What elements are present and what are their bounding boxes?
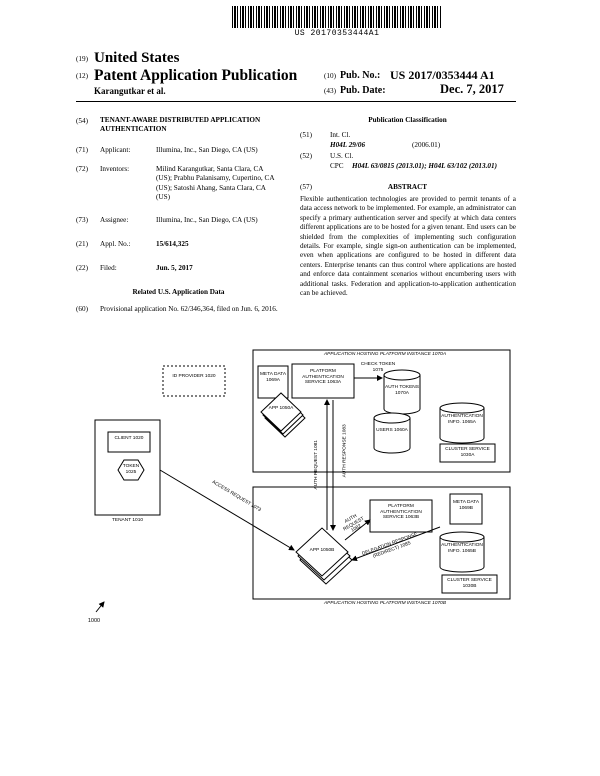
token-hexagon [117, 459, 145, 481]
inventors-label: Inventors: [100, 165, 130, 173]
pub-type: Patent Application Publication [94, 67, 298, 84]
country: United States [94, 50, 180, 66]
client-box [107, 431, 151, 453]
patent-title: TENANT-AWARE DISTRIBUTED APPLICATION AUT… [100, 116, 261, 134]
id-provider-box [162, 365, 226, 397]
assignee-label: Assignee: [100, 216, 129, 224]
classification-heading: Publication Classification [368, 116, 447, 124]
country-code: (19) [76, 55, 88, 63]
barcode [232, 6, 442, 28]
app-a-diamond [260, 392, 306, 438]
barcode-number: US 20170353444A1 [294, 29, 380, 38]
id-provider-label: ID PROVIDER 1020 [172, 374, 216, 379]
auth-service-b-box [369, 499, 433, 533]
appl-code: (21) [76, 240, 88, 248]
abstract-heading: ABSTRACT [387, 183, 428, 191]
check-token-label: CHECK TOKEN 1075 [360, 362, 396, 373]
users-cylinder [373, 412, 411, 454]
token-label: TOKEN 1025 [122, 464, 140, 475]
applicant-label: Applicant: [100, 146, 131, 154]
meta-data-b-label: META DATA 1069B [452, 500, 480, 511]
filed-code: (22) [76, 264, 88, 272]
auth-tokens-label: AUTH TOKENS 1070A [385, 385, 419, 396]
fig-pointer-arrow [95, 601, 105, 613]
app-a-label: APP 1050A [268, 406, 294, 411]
app-b-label: APP 1050B [309, 548, 335, 553]
auth-info-a-label: AUTHENTICATION INFO. 1065A [441, 414, 483, 425]
inventors-code: (72) [76, 165, 88, 173]
pub-date-code: (43) [324, 87, 336, 95]
prov-code: (60) [76, 305, 88, 313]
appl-value: 15/614,325 [156, 240, 189, 248]
intcl-class: H04L 29/06 [330, 141, 366, 149]
host-platform-b-box [252, 486, 511, 600]
cpc-label: CPC [330, 162, 344, 170]
figure-number: 1000 [87, 618, 101, 624]
meta-data-a-box [257, 365, 289, 399]
client-label: CLIENT 1020 [114, 436, 144, 441]
users-label: USERS 1060A [376, 428, 408, 433]
auth-info-b-label: AUTHENTICATION INFO. 1065B [441, 543, 483, 554]
meta-data-a-label: META DATA 1069A [259, 372, 287, 383]
intcl-date: (2006.01) [412, 141, 441, 149]
title-code: (54) [76, 117, 88, 125]
intcl-code: (51) [300, 131, 312, 139]
uscl-label: U.S. Cl. [330, 152, 354, 160]
uscl-code: (52) [300, 152, 312, 160]
abstract-code: (57) [300, 183, 312, 191]
pub-no-label: Pub. No.: [340, 70, 381, 81]
pub-date-label: Pub. Date: [340, 85, 386, 96]
abstract-text: Flexible authentication technologies are… [300, 195, 516, 298]
assignee-code: (73) [76, 216, 88, 224]
auth-request-1082-arrow [344, 519, 371, 541]
access-request-arrow [159, 469, 295, 551]
intcl-label: Int. Cl. [330, 131, 351, 139]
tenant-label: TENANT 1010 [111, 518, 144, 523]
pub-date: Dec. 7, 2017 [440, 82, 504, 96]
cluster-service-a-label: CLUSTER SERVICE 1030A [445, 447, 490, 458]
auth-service-a-box [291, 363, 355, 399]
header-rule [76, 101, 516, 102]
auth-tokens-cylinder [383, 369, 421, 415]
app-b-diamond [295, 527, 353, 585]
host-a-title: APPLICATION HOSTING PLATFORM INSTANCE 10… [323, 352, 447, 357]
filed-value: Jun. 5, 2017 [156, 264, 193, 272]
host-platform-a-box [252, 349, 511, 473]
auth-request-1081-label: AUTH REQUEST 1081 [314, 440, 320, 490]
pub-no-code: (10) [324, 72, 336, 80]
prov-text: Provisional application No. 62/346,364, … [100, 305, 278, 313]
filed-label: Filed: [100, 264, 117, 272]
auth-service-a-label: PLATFORM AUTHENTICATION SERVICE 1063A [302, 369, 344, 386]
meta-data-b-box [449, 493, 483, 525]
applicant-value: Illumina, Inc., San Diego, CA (US) [156, 146, 258, 154]
inventor-short: Karangutkar et al. [94, 86, 166, 96]
cluster-service-a-box [439, 443, 496, 463]
pub-type-code: (12) [76, 72, 88, 80]
tenant-box [94, 419, 161, 516]
delegation-arrow [351, 526, 441, 562]
cluster-service-b-label: CLUSTER SERVICE 1030B [447, 578, 492, 589]
assignee-value: Illumina, Inc., San Diego, CA (US) [156, 216, 258, 224]
auth-info-a-cylinder [439, 402, 485, 444]
host-b-title: APPLICATION HOSTING PLATFORM INSTANCE 10… [323, 601, 447, 606]
related-heading: Related U.S. Application Data [132, 288, 225, 296]
appl-label: Appl. No.: [100, 240, 131, 248]
auth-response-1083-label: AUTH RESPONSE 1083 [342, 424, 348, 478]
applicant-code: (71) [76, 146, 88, 154]
auth-service-b-label: PLATFORM AUTHENTICATION SERVICE 1063B [380, 504, 422, 521]
pub-no: US 2017/0353444 A1 [390, 68, 495, 82]
auth-info-b-cylinder [439, 531, 485, 573]
cpc-value: H04L 63/0815 (2013.01); H04L 63/102 (201… [352, 162, 497, 170]
cluster-service-b-box [441, 574, 498, 594]
inventors-value: Milind Karangutkar, Santa Clara, CA (US)… [156, 165, 275, 202]
